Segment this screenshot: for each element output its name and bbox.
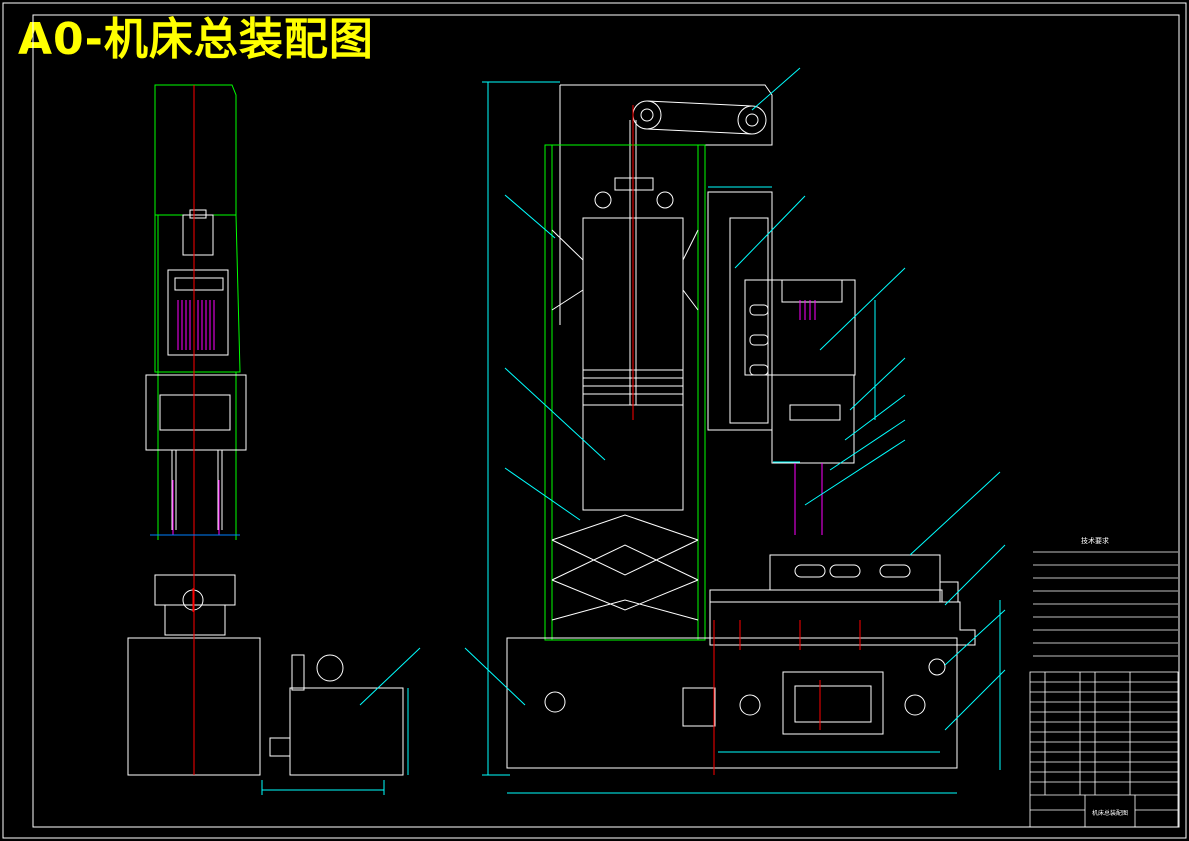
motor-fins	[177, 300, 215, 350]
hydraulic-tank	[289, 687, 404, 776]
front-dimensions	[464, 67, 1006, 794]
inner-frame	[32, 14, 1180, 828]
front-centerlines	[632, 105, 861, 775]
side-headstock	[145, 374, 247, 451]
electrical-panel	[782, 671, 884, 735]
machine-base	[506, 637, 958, 769]
column-lattice	[551, 229, 699, 621]
front-view	[506, 84, 976, 769]
pulley-right	[737, 105, 767, 135]
side-view	[127, 84, 404, 776]
column-cover	[560, 84, 773, 146]
title-block-name: 机床总装配图	[1092, 809, 1128, 817]
tech-heading: 技术要求	[1081, 536, 1109, 545]
drill-head	[707, 191, 773, 431]
tech-requirements: 技术要求	[1033, 536, 1178, 657]
side-dimensions	[261, 647, 421, 795]
side-centerlines	[150, 85, 240, 775]
main-column	[544, 144, 706, 641]
pulley-left	[632, 100, 662, 130]
drawing-title: A0-机床总装配图	[18, 14, 374, 65]
worktable	[709, 601, 976, 646]
side-motor	[167, 269, 229, 356]
title-block	[1029, 671, 1179, 828]
